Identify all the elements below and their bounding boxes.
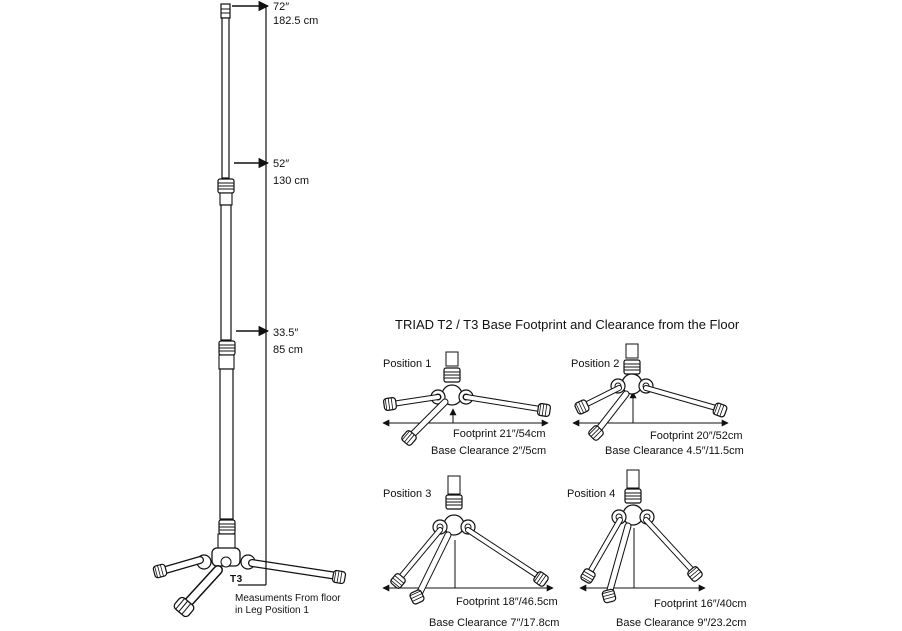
stand-leg-left: [152, 556, 204, 579]
measure-52-inches: 52″: [273, 158, 290, 170]
position-1-label: Position 1: [383, 358, 432, 370]
position-2-footprint: Footprint 20″/52cm: [650, 430, 743, 442]
height-dimension-line: [232, 0, 270, 586]
position-1-footprint: Footprint 21″/54cm: [453, 428, 546, 440]
base-position-2-drawing: [572, 343, 729, 443]
base-position-3-drawing: [382, 475, 554, 606]
measure-72-cm: 182.5 cm: [273, 15, 319, 27]
measure-33-5-cm: 85 cm: [273, 344, 303, 356]
base-position-4-drawing: [579, 469, 706, 604]
position-4-clearance: Base Clearance 9″/23.2cm: [616, 617, 747, 629]
tall-stand: [152, 3, 347, 618]
position-3-clearance: Base Clearance 7″/17.8cm: [429, 617, 560, 629]
model-label: T3: [230, 574, 243, 585]
position-4-footprint: Footprint 16″/40cm: [654, 598, 747, 610]
measure-72-inches: 72″: [273, 1, 290, 13]
measurement-note-line1: Measuments From floor: [235, 593, 341, 604]
stand-base-hub: [196, 547, 256, 570]
measurement-note-line2: in Leg Position 1: [235, 605, 309, 616]
base-position-1-drawing: [382, 351, 552, 448]
position-2-label: Position 2: [571, 358, 620, 370]
position-3-label: Position 3: [383, 488, 432, 500]
position-3-footprint: Footprint 18″/46.5cm: [456, 596, 558, 608]
measure-52-cm: 130 cm: [273, 175, 310, 187]
position-2-clearance: Base Clearance 4.5″/11.5cm: [605, 445, 744, 457]
measure-33-5-inches: 33.5″: [273, 327, 299, 339]
position-4-label: Position 4: [567, 488, 616, 500]
position-1-clearance: Base Clearance 2″/5cm: [431, 445, 547, 457]
stand-tip: [220, 3, 231, 19]
base-diagram-title: TRIAD T2 / T3 Base Footprint and Clearan…: [395, 317, 740, 332]
stand-tube-upper: [221, 17, 230, 179]
stand-leg-front: [173, 565, 223, 618]
stand-tube-middle: [220, 204, 232, 341]
stand-tube-lower: [219, 368, 234, 520]
